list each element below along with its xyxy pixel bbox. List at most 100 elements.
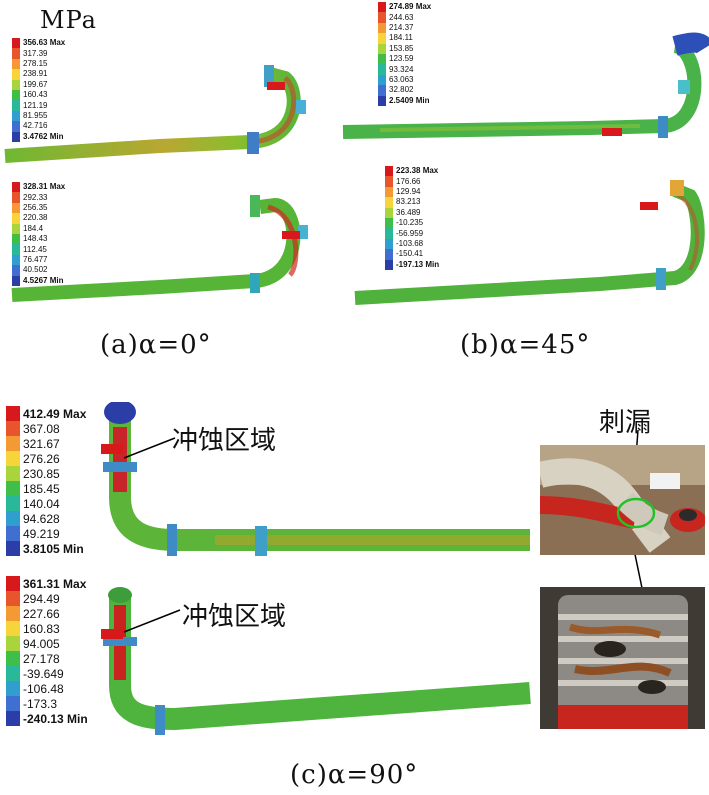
pipe-model-c-top [101, 402, 530, 556]
legend-value: 94.005 [23, 636, 60, 651]
legend-swatch [6, 421, 20, 436]
legend-swatch [6, 576, 20, 591]
legend-swatch [378, 33, 386, 44]
legend-swatch [12, 254, 20, 266]
legend-value: 184.11 [389, 33, 413, 43]
legend-value: 220.38 [23, 213, 48, 223]
legend-value: 356.63 Max [23, 38, 66, 48]
legend-value: 27.178 [23, 651, 60, 666]
legend-value: 361.31 Max [23, 576, 87, 591]
legend-swatch [12, 90, 20, 101]
legend-swatch [6, 466, 20, 481]
legend-swatch [6, 681, 20, 696]
legend-value: 81.955 [23, 111, 48, 120]
legend-value: 3.8105 Min [23, 541, 84, 556]
legend-swatch [12, 192, 20, 203]
legend-value: 160.83 [23, 621, 60, 636]
legend-value: 4.5267 Min [23, 275, 64, 285]
legend-swatch [12, 121, 20, 132]
legend-swatch [6, 666, 20, 681]
legend-value: -106.48 [23, 681, 64, 696]
photo-leaking-pipe [540, 445, 705, 555]
legend-swatch [385, 176, 393, 187]
legend-swatch [6, 621, 20, 636]
legend-value: 83.213 [396, 197, 421, 207]
legend-value: -150.41 [396, 249, 424, 259]
legend-value: 32.802 [389, 85, 414, 95]
legend-swatch [6, 606, 20, 621]
legend-swatch [12, 182, 20, 193]
legend-swatch [378, 54, 386, 65]
legend-swatch [12, 79, 20, 90]
legend-swatch [6, 496, 20, 511]
legend-swatch [6, 711, 20, 726]
legend-value: 148.43 [23, 234, 48, 244]
legend-value: 40.502 [23, 265, 48, 275]
legend-value: 274.89 Max [389, 2, 432, 12]
legend-value: -103.68 [396, 239, 424, 248]
leak-label: 刺漏 [599, 408, 652, 438]
legend-value: 112.45 [23, 244, 47, 254]
unit-label: MPa [40, 6, 97, 34]
legend-swatch [385, 197, 393, 208]
legend-value: 278.15 [23, 59, 48, 68]
pipe-model-b-top [342, 32, 709, 139]
legend-value: 42.716 [23, 121, 48, 131]
legend-swatch [12, 202, 20, 214]
legend-value: 160.43 [23, 90, 48, 100]
legend-value: -56.959 [396, 228, 424, 238]
legend-swatch [12, 131, 20, 142]
legend-swatch [6, 541, 20, 556]
legend-value: 292.33 [23, 192, 48, 202]
legend-value: 36.489 [396, 207, 421, 217]
leader-line-erosion-top [123, 437, 176, 459]
legend-value: 49.219 [23, 526, 60, 541]
legend-value: 238.91 [23, 69, 48, 79]
legend-swatch [12, 275, 20, 286]
legend-swatch [6, 451, 20, 466]
legend-value: 199.67 [23, 79, 48, 89]
legend-value: 244.63 [389, 12, 414, 22]
legend-swatch [12, 100, 20, 111]
pipe-model-a-bottom [11, 195, 308, 302]
legend-swatch [385, 228, 393, 239]
legend-value: 63.063 [389, 75, 414, 84]
legend-value: 2.5409 Min [389, 95, 430, 105]
legend-value: 223.38 Max [396, 166, 439, 176]
legend-swatch [12, 69, 20, 80]
legend-value: 256.35 [23, 203, 48, 212]
legend-value: 328.31 Max [23, 182, 66, 192]
legend-value: 76.477 [23, 255, 48, 264]
legend-swatch [6, 481, 20, 496]
legend-swatch [6, 636, 20, 651]
legend-value: 367.08 [23, 421, 60, 436]
legend-value: 227.66 [23, 606, 60, 621]
legend-swatch [385, 238, 393, 250]
legend-swatch [6, 511, 20, 526]
legend-value: 3.4762 Min [23, 131, 64, 141]
legend-value: 214.37 [389, 23, 414, 32]
legend-swatch [12, 110, 20, 122]
legend-swatch [12, 265, 20, 276]
legend-value: 321.67 [23, 436, 60, 451]
legend-swatch [6, 526, 20, 541]
legend-swatch [385, 166, 393, 177]
legend-value: 140.04 [23, 496, 60, 511]
legend-swatch [12, 234, 20, 245]
legend-value: 129.94 [396, 187, 421, 196]
leader-line-erosion-bottom [123, 609, 181, 633]
legend-swatch [12, 38, 20, 49]
legend-value: -173.3 [23, 696, 58, 711]
legend-value: 276.26 [23, 451, 60, 466]
legend-swatch [12, 244, 20, 255]
legend-value: -197.13 Min [396, 259, 440, 269]
legend-value: 176.66 [396, 176, 421, 186]
legend-value: 94.628 [23, 511, 60, 526]
legend-swatch [6, 406, 20, 421]
photo-erosion-closeup [540, 587, 705, 729]
